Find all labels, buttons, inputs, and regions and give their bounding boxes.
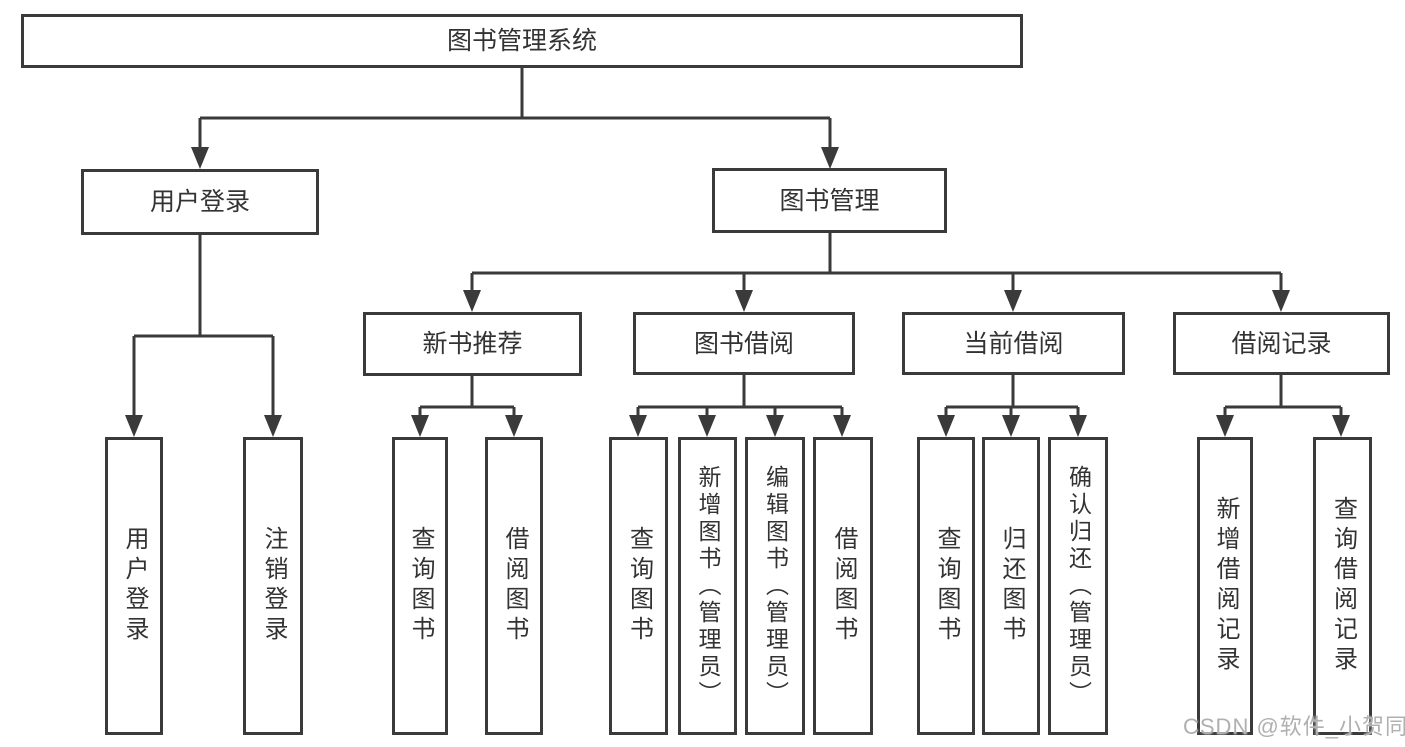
arrow-down-icon [191, 147, 209, 169]
leaf-borrow-borrow-books: 借阅图书 [813, 437, 873, 735]
connector-borrow-records-children [1223, 375, 1343, 417]
leaf-logout: 注销登录 [243, 437, 303, 735]
connector-user-login-children [132, 235, 275, 417]
arrow-down-icon [1069, 415, 1087, 437]
connector-new-book-children [418, 376, 516, 417]
arrow-down-icon [937, 415, 955, 437]
arrowheads-new-book [411, 415, 523, 437]
leaf-newbook-borrow-books: 借阅图书 [485, 437, 543, 735]
arrowheads-user-login [125, 415, 282, 437]
leaf-add-borrow-record: 新增借阅记录 [1197, 437, 1253, 735]
arrow-down-icon [411, 415, 429, 437]
node-new-book-recommend: 新书推荐 [363, 312, 582, 376]
arrow-down-icon [264, 415, 282, 437]
arrowheads-borrow-records [1216, 415, 1350, 437]
node-current-borrow: 当前借阅 [902, 312, 1125, 375]
arrow-down-icon [821, 147, 839, 169]
leaf-current-query-books: 查询图书 [917, 437, 975, 735]
connector-root-to-level2 [198, 68, 832, 149]
arrowheads-current-borrow [937, 415, 1087, 437]
leaf-user-login: 用户登录 [105, 437, 163, 735]
node-user-login: 用户登录 [81, 169, 319, 235]
leaf-newbook-query-books: 查询图书 [392, 437, 448, 735]
leaf-confirm-return-admin: 确认归还（管理员） [1048, 437, 1108, 735]
arrowheads-level2 [191, 147, 839, 169]
leaf-borrow-query-books: 查询图书 [609, 437, 668, 735]
connector-book-borrow-children [636, 375, 844, 417]
arrow-down-icon [1004, 290, 1022, 312]
arrow-down-icon [1272, 290, 1290, 312]
arrow-down-icon [1216, 415, 1234, 437]
node-borrow-records: 借阅记录 [1173, 312, 1390, 375]
arrow-down-icon [463, 290, 481, 312]
node-library-system: 图书管理系统 [21, 14, 1023, 68]
leaf-edit-book-admin: 编辑图书（管理员） [745, 437, 805, 735]
arrowheads-level3 [463, 290, 1290, 312]
arrow-down-icon [1002, 415, 1020, 437]
leaf-return-books: 归还图书 [982, 437, 1040, 735]
arrow-down-icon [833, 415, 851, 437]
arrow-down-icon [125, 415, 143, 437]
arrow-down-icon [735, 290, 753, 312]
leaf-add-book-admin: 新增图书（管理员） [678, 437, 737, 735]
arrowheads-book-borrow [629, 415, 851, 437]
arrow-down-icon [698, 415, 716, 437]
connector-current-borrow-children [944, 375, 1080, 417]
leaf-query-borrow-record: 查询借阅记录 [1313, 437, 1372, 735]
csdn-watermark: CSDN @软件_小贺同学 [1183, 714, 1405, 739]
node-book-borrow: 图书借阅 [633, 312, 855, 375]
arrow-down-icon [1332, 415, 1350, 437]
node-book-management: 图书管理 [712, 168, 947, 233]
arrow-down-icon [766, 415, 784, 437]
arrow-down-icon [505, 415, 523, 437]
connector-book-management-children [470, 233, 1283, 292]
arrow-down-icon [629, 415, 647, 437]
